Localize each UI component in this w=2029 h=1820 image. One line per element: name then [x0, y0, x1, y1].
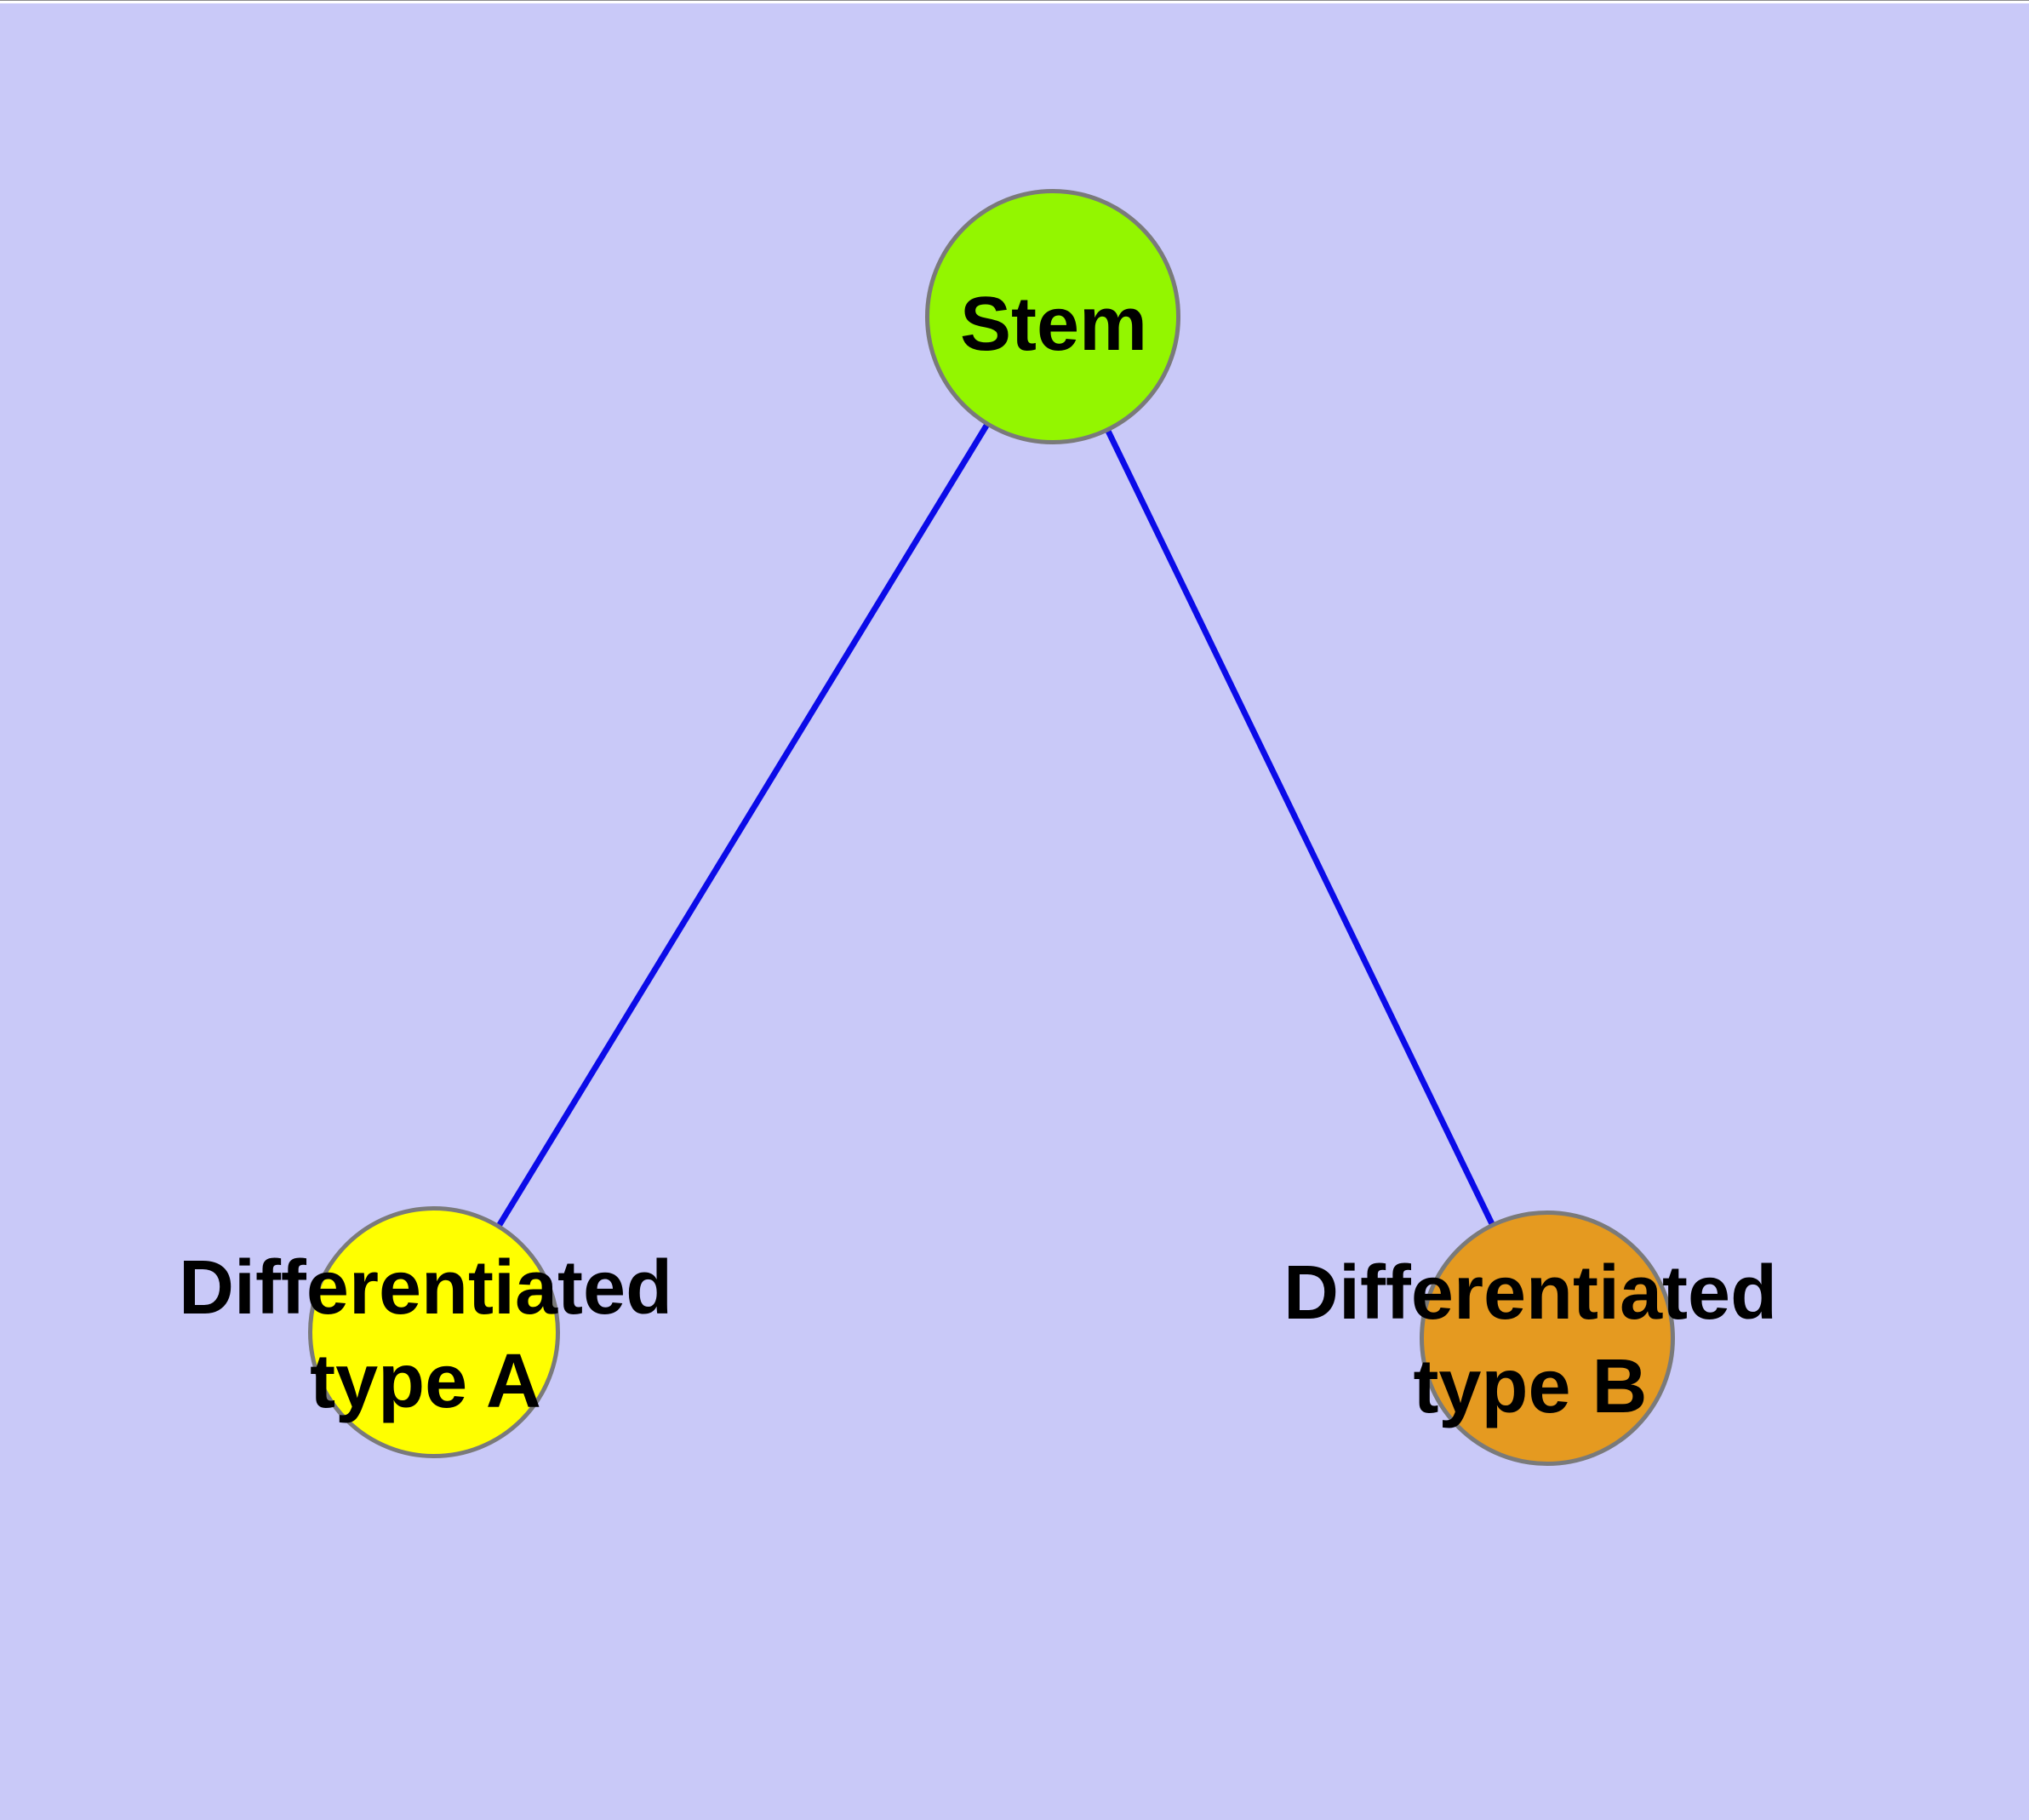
canvas-top-edge [0, 0, 2029, 3]
edge-stem-to-type-b [1049, 315, 1551, 1340]
node-differentiated-type-a [308, 1206, 560, 1458]
node-differentiated-type-b [1420, 1210, 1675, 1466]
node-differentiated-type-b-label: Differentiated type B [1283, 1251, 1778, 1429]
node-stem-label: Stem [959, 282, 1148, 367]
edge-stem-to-type-a [432, 315, 1055, 1334]
node-differentiated-type-a-label: Differentiated type A [178, 1245, 673, 1424]
node-stem [925, 189, 1180, 444]
